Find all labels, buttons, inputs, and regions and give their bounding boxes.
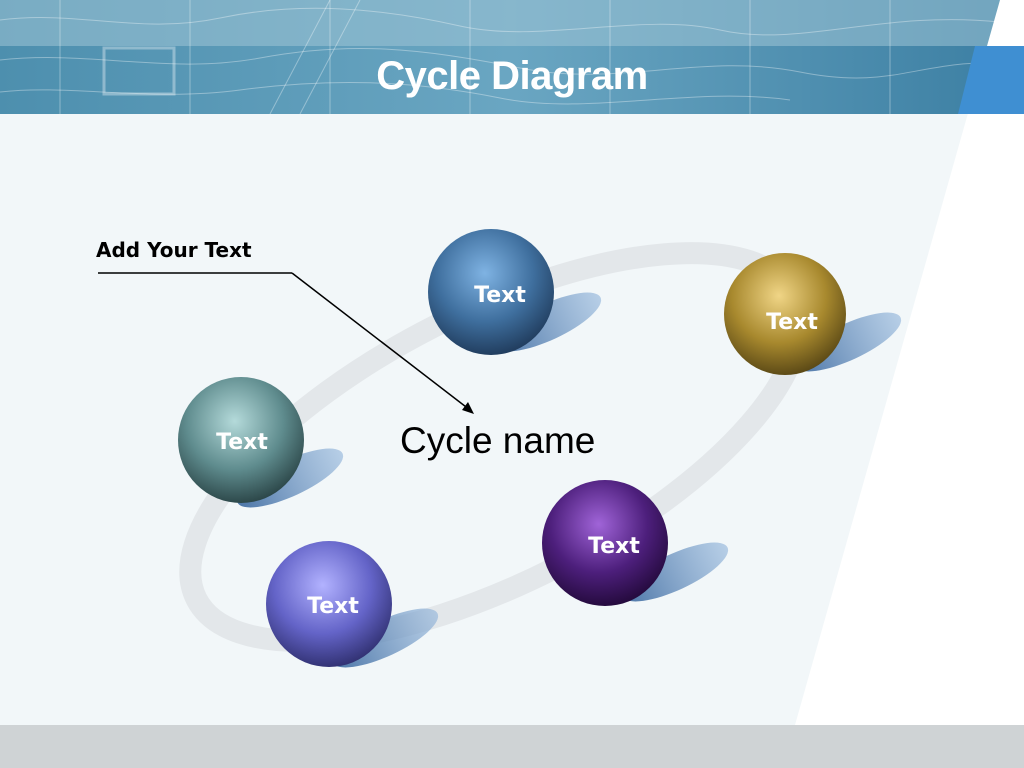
node-4-label: Text (588, 534, 640, 559)
header-banner: Cycle Diagram (0, 0, 1024, 114)
footer-bar (0, 725, 1024, 768)
callout-text: Add Your Text (96, 238, 252, 262)
node-5-sphere (266, 541, 392, 667)
node-3-sphere (178, 377, 304, 503)
page-title: Cycle Diagram (376, 54, 648, 98)
node-5-label: Text (307, 594, 359, 619)
node-3-label: Text (216, 430, 268, 455)
callout-arrow (291, 272, 471, 411)
node-1-label: Text (474, 283, 526, 308)
node-2-sphere (724, 253, 846, 375)
cycle-name: Cycle name (400, 420, 596, 461)
callout-arrowhead (462, 402, 474, 414)
node-1-sphere (428, 229, 554, 355)
node-4-sphere (542, 480, 668, 606)
node-2-label: Text (766, 310, 818, 335)
